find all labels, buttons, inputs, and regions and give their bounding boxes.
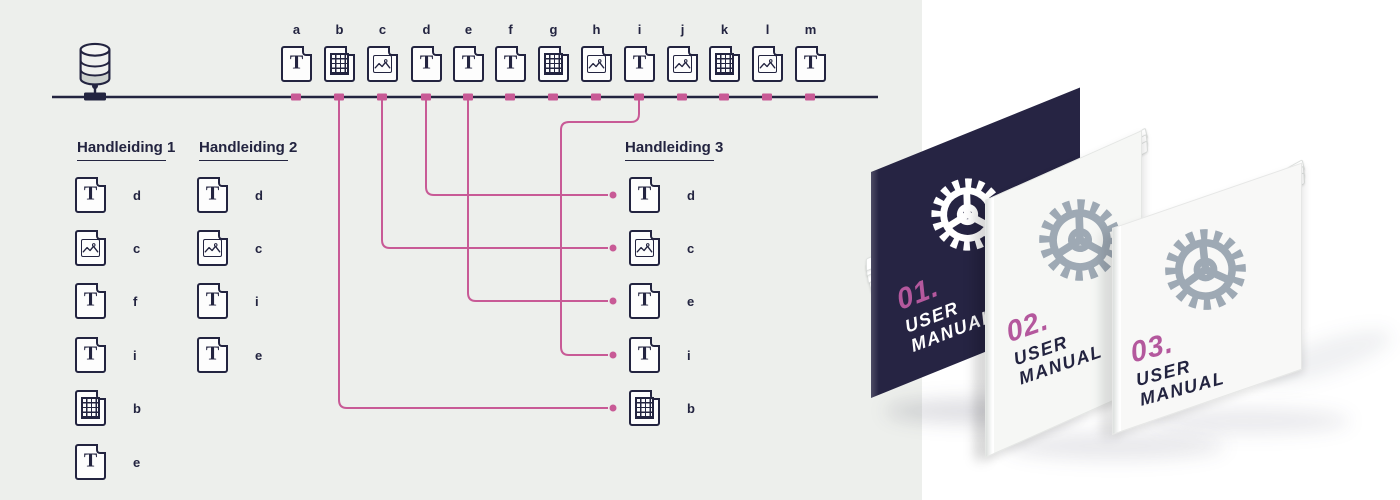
manual-3-doc-table — [629, 390, 660, 426]
text-doc-glyph: T — [637, 288, 652, 311]
manual-3-item-label: c — [687, 241, 695, 256]
doc-icon-text-d: T — [411, 46, 442, 82]
manual-2-doc-text: T — [197, 177, 228, 213]
text-doc-glyph: T — [83, 182, 98, 205]
text-doc-glyph: T — [83, 342, 98, 365]
text-doc-glyph: T — [205, 182, 220, 205]
text-doc-glyph: T — [205, 288, 220, 311]
book-2-spine — [986, 196, 994, 457]
image-mountains-icon — [373, 55, 392, 73]
manual-3-title: Handleiding 3 — [625, 139, 724, 156]
text-doc-glyph: T — [632, 51, 647, 74]
manual-1-doc-table — [75, 390, 106, 426]
book-3-spine — [1113, 225, 1121, 434]
text-doc-glyph: T — [637, 342, 652, 365]
book-shadow — [1005, 432, 1225, 460]
table-grid-icon — [715, 53, 734, 75]
source-letter-b: b — [335, 22, 344, 37]
text-doc-glyph: T — [461, 51, 476, 74]
manual-1-item-label: b — [133, 401, 141, 416]
doc-icon-image-h — [581, 46, 612, 82]
manual-2-item-label: c — [255, 241, 263, 256]
image-mountains-icon — [203, 239, 222, 257]
source-letter-d: d — [422, 22, 431, 37]
manual-2-item-label: d — [255, 188, 263, 203]
manual-3-item-label: b — [687, 401, 695, 416]
source-letter-a: a — [292, 22, 301, 37]
doc-icon-table-k — [709, 46, 740, 82]
manual-3-item-label: e — [687, 294, 695, 309]
source-letter-c: c — [378, 22, 387, 37]
doc-icon-text-i: T — [624, 46, 655, 82]
image-mountains-icon — [673, 55, 692, 73]
text-doc-glyph: T — [637, 182, 652, 205]
book-shadow — [1150, 408, 1350, 434]
doc-icon-image-l — [752, 46, 783, 82]
table-grid-icon — [81, 397, 100, 419]
manual-1-item-label: c — [133, 241, 141, 256]
manual-1-underline — [77, 160, 166, 161]
source-letter-i: i — [637, 22, 642, 37]
manual-1-item-label: d — [133, 188, 141, 203]
book-1-spine — [871, 168, 879, 398]
table-grid-icon — [544, 53, 563, 75]
source-letter-g: g — [549, 22, 558, 37]
image-mountains-icon — [758, 55, 777, 73]
manual-1-doc-text: T — [75, 444, 106, 480]
doc-icon-text-m: T — [795, 46, 826, 82]
doc-icon-table-g — [538, 46, 569, 82]
image-mountains-icon — [81, 239, 100, 257]
manual-2-underline — [199, 160, 288, 161]
manual-2-doc-image — [197, 230, 228, 266]
manual-1-title: Handleiding 1 — [77, 139, 176, 156]
source-letter-l: l — [765, 22, 770, 37]
manual-1-doc-image — [75, 230, 106, 266]
doc-icon-text-f: T — [495, 46, 526, 82]
source-letter-e: e — [464, 22, 473, 37]
source-letter-m: m — [804, 22, 817, 37]
text-doc-glyph: T — [83, 288, 98, 311]
manual-1-doc-text: T — [75, 283, 106, 319]
manual-3-doc-text: T — [629, 337, 660, 373]
doc-icon-text-a: T — [281, 46, 312, 82]
manual-3-item-label: i — [687, 348, 691, 363]
manual-1-item-label: e — [133, 455, 141, 470]
source-letter-f: f — [508, 22, 513, 37]
doc-icon-text-e: T — [453, 46, 484, 82]
text-doc-glyph: T — [419, 51, 434, 74]
manual-1-item-label: f — [133, 294, 138, 309]
book-2-cast-shadow — [976, 205, 986, 460]
doc-icon-image-j — [667, 46, 698, 82]
manual-1-doc-text: T — [75, 337, 106, 373]
image-mountains-icon — [587, 55, 606, 73]
manual-2-doc-text: T — [197, 337, 228, 373]
text-doc-glyph: T — [289, 51, 304, 74]
manual-2-item-label: e — [255, 348, 263, 363]
source-letter-j: j — [680, 22, 685, 37]
manual-1-item-label: i — [133, 348, 137, 363]
source-letter-k: k — [720, 22, 729, 37]
text-doc-glyph: T — [803, 51, 818, 74]
manual-2-title: Handleiding 2 — [199, 139, 298, 156]
doc-icon-table-b — [324, 46, 355, 82]
book-3-cast-shadow — [1103, 232, 1113, 437]
manual-1-doc-text: T — [75, 177, 106, 213]
text-doc-glyph: T — [205, 342, 220, 365]
manual-2-doc-text: T — [197, 283, 228, 319]
table-grid-icon — [635, 397, 654, 419]
text-doc-glyph: T — [503, 51, 518, 74]
manual-3-underline — [625, 160, 714, 161]
text-doc-glyph: T — [83, 449, 98, 472]
manual-2-item-label: i — [255, 294, 259, 309]
manual-3-item-label: d — [687, 188, 695, 203]
doc-icon-image-c — [367, 46, 398, 82]
source-letter-h: h — [592, 22, 601, 37]
table-grid-icon — [330, 53, 349, 75]
